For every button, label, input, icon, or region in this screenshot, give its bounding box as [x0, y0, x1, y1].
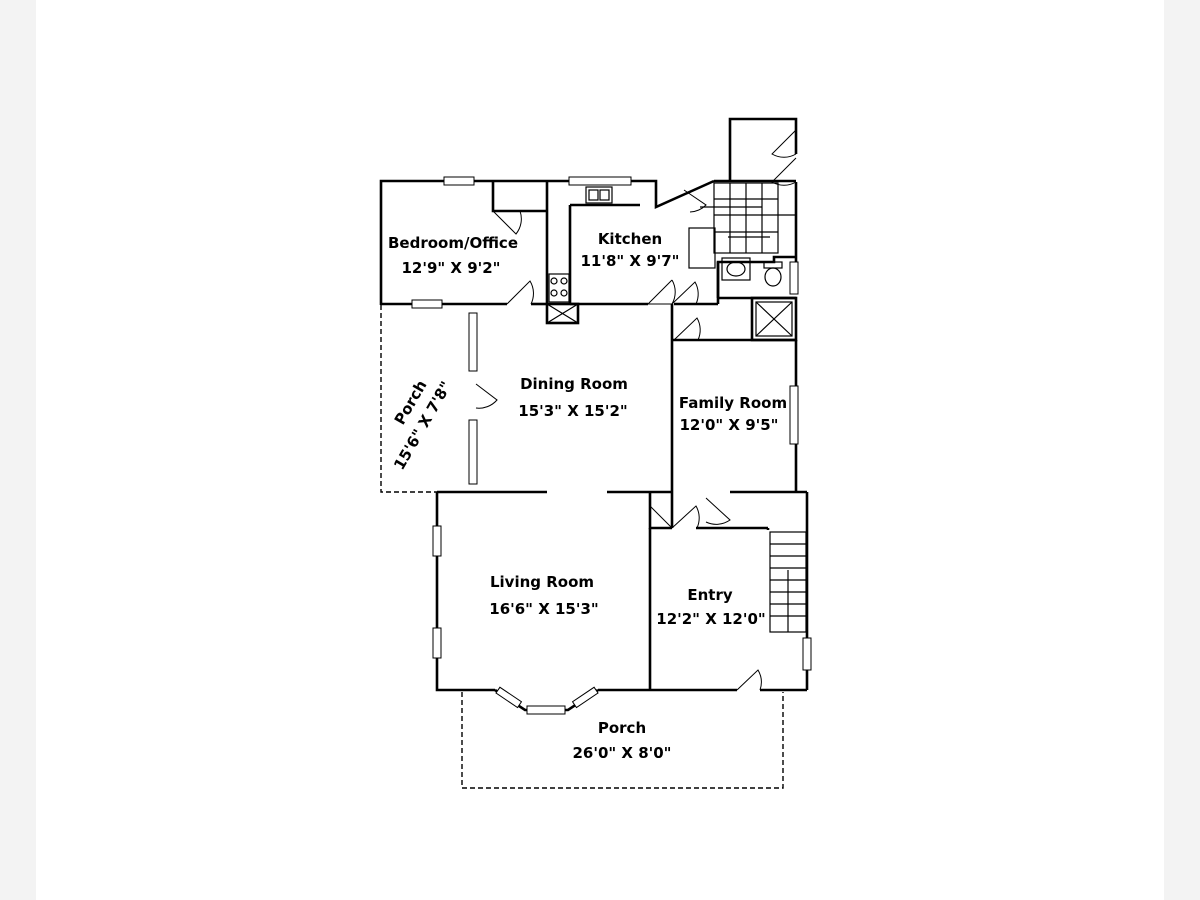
family-room-size: 12'0" X 9'5" — [679, 416, 778, 434]
kitchen-size: 11'8" X 9'7" — [580, 252, 679, 270]
family-room-name: Family Room — [679, 394, 787, 412]
front-porch-outline — [461, 692, 784, 789]
kitchen-sink — [585, 186, 613, 204]
back-stairs — [700, 182, 796, 254]
windows — [411, 176, 812, 671]
front-porch-size: 26'0" X 8'0" — [572, 744, 671, 762]
refrigerator — [688, 227, 716, 269]
kitchen-name: Kitchen — [598, 230, 662, 248]
entry-name: Entry — [687, 586, 732, 604]
floor-plan-canvas — [36, 0, 1164, 900]
dining-room-size: 15'3" X 15'2" — [518, 402, 627, 420]
shower — [755, 301, 793, 337]
bay-window — [494, 686, 599, 715]
dining-room-name: Dining Room — [520, 375, 628, 393]
kitchen-stove — [548, 273, 570, 303]
doors — [475, 129, 797, 691]
side-porch-outline — [380, 305, 437, 493]
front-porch-name: Porch — [598, 719, 646, 737]
toilet — [763, 261, 783, 287]
bath-sink — [721, 257, 751, 281]
living-room-name: Living Room — [490, 573, 594, 591]
bedroom-name: Bedroom/Office — [388, 234, 518, 252]
exterior-walls — [379, 117, 809, 692]
entry-size: 12'2" X 12'0" — [656, 610, 765, 628]
bedroom-size: 12'9" X 9'2" — [401, 259, 500, 277]
living-room-size: 16'6" X 15'3" — [489, 600, 598, 618]
front-stairs — [769, 531, 807, 633]
